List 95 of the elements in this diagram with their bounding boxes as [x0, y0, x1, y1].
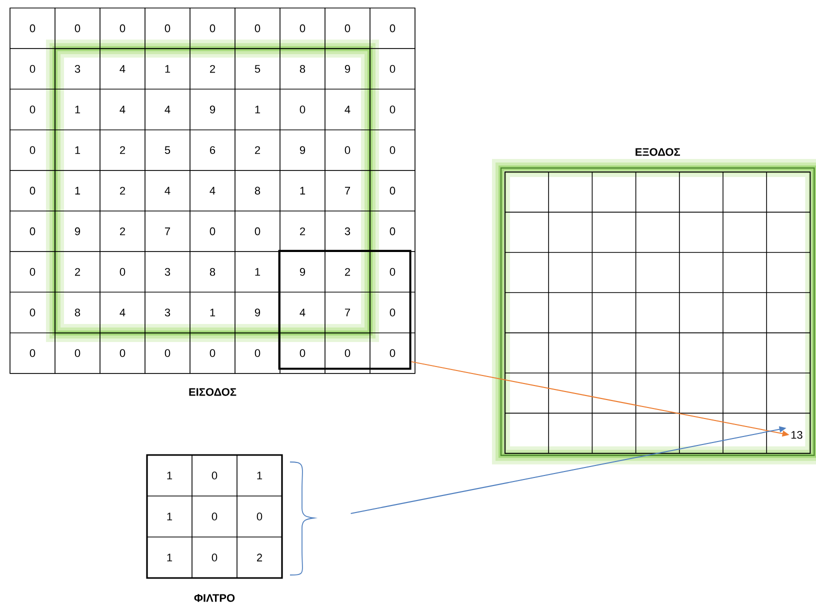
- grid-cell: 7: [144, 210, 190, 252]
- grid-cell: 0: [190, 332, 236, 374]
- grid-cell: 3: [144, 251, 190, 292]
- grid-cell: 0: [100, 332, 146, 374]
- grid-cell: 0: [100, 251, 146, 292]
- grid-cell: 0: [280, 332, 326, 374]
- grid-cell: 0: [192, 454, 238, 496]
- grid-cell: 0: [100, 8, 146, 49]
- grid-cell: 1: [146, 536, 192, 578]
- grid-cell: 1: [54, 170, 100, 212]
- grid-cell: 0: [236, 496, 282, 538]
- grid-cell: 0: [10, 130, 56, 171]
- grid-cell: 2: [100, 130, 146, 171]
- grid-cell: 7: [324, 170, 370, 212]
- grid-cell: 6: [190, 130, 236, 171]
- grid-cell: 9: [280, 130, 326, 171]
- grid-cell: 0: [54, 8, 100, 49]
- grid-cell: 2: [280, 210, 326, 252]
- grid-cell: 0: [370, 130, 416, 171]
- filter-window: [278, 250, 412, 370]
- grid-cell: 2: [324, 251, 370, 292]
- grid-cell: 0: [370, 8, 416, 49]
- grid-cell: 4: [280, 292, 326, 334]
- grid-cell: 0: [190, 8, 236, 49]
- grid-cell: 2: [236, 536, 282, 578]
- grid-cell: 4: [324, 88, 370, 130]
- label: 1: [167, 472, 172, 480]
- grid-cell: 1: [144, 48, 190, 90]
- grid-cell: 0: [10, 170, 56, 212]
- grid-cell: 2: [234, 130, 280, 171]
- grid-cell: 4: [190, 170, 236, 212]
- grid-cell: 7: [324, 292, 370, 334]
- grid-cell: 0: [10, 251, 56, 292]
- result-value: 13: [790, 430, 804, 440]
- grid-cell: 0: [192, 536, 238, 578]
- grid-cell: 0: [10, 292, 56, 334]
- grid-caption: ΦΙΛΤΡΟ: [194, 594, 235, 602]
- grid-cell: 4: [100, 292, 146, 334]
- grid-cell: 0: [10, 48, 56, 90]
- grid-cell: 3: [144, 292, 190, 334]
- grid-cell: 1: [234, 251, 280, 292]
- grid-cell: 1: [146, 496, 192, 538]
- grid-cell: 0: [234, 210, 280, 252]
- grid-cell: 0: [324, 130, 370, 171]
- grid-cell: 0: [144, 332, 190, 374]
- grid-cell: 9: [234, 292, 280, 334]
- grid-cell: 9: [54, 210, 100, 252]
- grid-cell: 2: [190, 48, 236, 90]
- grid-cell: 8: [190, 251, 236, 292]
- grid-cell: 2: [100, 210, 146, 252]
- grid-cell: 0: [370, 251, 416, 292]
- grid-cell: 5: [234, 48, 280, 90]
- grid-caption: ΕΙΣΟΔΟΣ: [189, 388, 236, 396]
- grid-cell: 5: [144, 130, 190, 171]
- label: 9: [300, 268, 306, 276]
- grid-cell: 2: [100, 170, 146, 212]
- grid-cell: 8: [280, 48, 326, 90]
- grid-cell: 0: [10, 210, 56, 252]
- grid-cell: 1: [54, 88, 100, 130]
- grid-cell: 4: [100, 88, 146, 130]
- grid-cell: 0: [54, 332, 100, 374]
- grid-cell: 0: [192, 496, 238, 538]
- grid-cell: 8: [234, 170, 280, 212]
- label: 0: [30, 24, 36, 32]
- grid-title: ΕΞΟΔΟΣ: [636, 148, 680, 156]
- grid-cell: 0: [234, 332, 280, 374]
- grid-cell: 0: [370, 170, 416, 212]
- grid-cell: 0: [324, 332, 370, 374]
- grid-cell: 1: [54, 130, 100, 171]
- grid-cell: 0: [10, 88, 56, 130]
- grid-cell: 1: [280, 170, 326, 212]
- grid-cell: 0: [190, 210, 236, 252]
- grid-cell: 4: [144, 88, 190, 130]
- grid-cell: 4: [144, 170, 190, 212]
- grid-cell: 9: [190, 88, 236, 130]
- grid-cell: 1: [190, 292, 236, 334]
- grid-cell: 1: [236, 454, 282, 496]
- grid-cell: 0: [144, 8, 190, 49]
- grid-cell: 0: [280, 88, 326, 130]
- grid-cell: 3: [324, 210, 370, 252]
- grid-cell: 0: [280, 8, 326, 49]
- grid-cell: 4: [100, 48, 146, 90]
- grid-cell: 0: [324, 8, 370, 49]
- grid-cell: 0: [370, 292, 416, 334]
- grid-cell: 0: [370, 332, 416, 374]
- grid-cell: 0: [10, 332, 56, 374]
- grid-cell: 0: [234, 8, 280, 49]
- grid-cell: 8: [54, 292, 100, 334]
- grid-cell: 0: [370, 48, 416, 90]
- grid-cell: 0: [370, 210, 416, 252]
- grid-cell: 1: [234, 88, 280, 130]
- grid-cell: 0: [370, 88, 416, 130]
- grid-cell: 2: [54, 251, 100, 292]
- grid-cell: 3: [54, 48, 100, 90]
- grid-cell: 9: [324, 48, 370, 90]
